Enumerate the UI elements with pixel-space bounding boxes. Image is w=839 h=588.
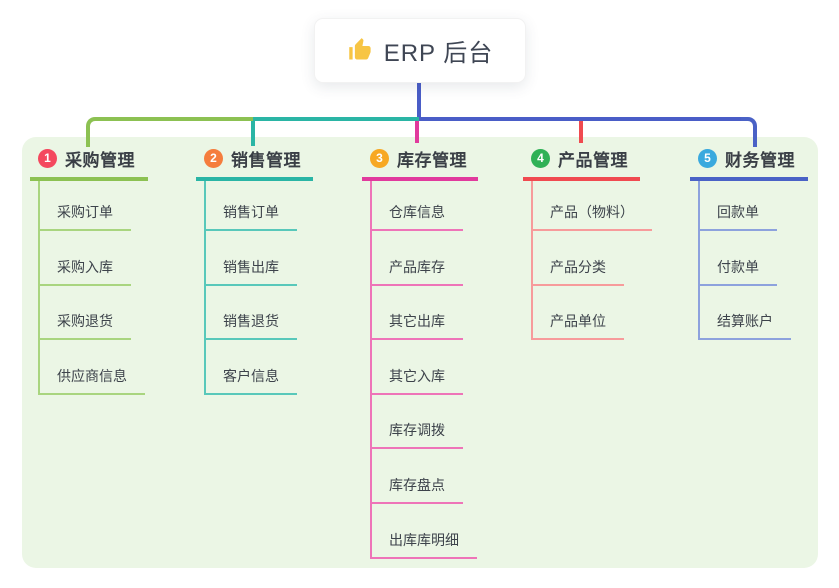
child-node[interactable]: 产品分类 <box>531 256 624 286</box>
child-node[interactable]: 付款单 <box>698 256 777 286</box>
mindmap-panel <box>22 137 818 568</box>
connector-corner-branch-5 <box>741 117 757 147</box>
child-node[interactable]: 产品库存 <box>370 256 463 286</box>
branch-node-3[interactable]: 3 库存管理 <box>362 143 478 181</box>
root-label: ERP 后台 <box>383 40 494 67</box>
branch-number-badge: 5 <box>698 148 717 168</box>
branch-label: 库存管理 <box>397 150 467 170</box>
branch-node-5[interactable]: 5 财务管理 <box>690 143 808 181</box>
child-node[interactable]: 销售出库 <box>204 256 297 286</box>
branch-number-badge: 1 <box>38 148 57 168</box>
child-node[interactable]: 回款单 <box>698 201 777 231</box>
child-node[interactable]: 库存盘点 <box>370 474 463 504</box>
child-node[interactable]: 采购退货 <box>38 310 131 341</box>
connector-segment-3 <box>419 117 741 121</box>
child-node[interactable]: 仓库信息 <box>370 201 463 231</box>
branch-node-4[interactable]: 4 产品管理 <box>523 143 640 181</box>
child-node[interactable]: 产品单位 <box>531 310 624 341</box>
connector-segment-2 <box>253 117 419 121</box>
child-node[interactable]: 其它入库 <box>370 365 463 395</box>
branch-node-1[interactable]: 1 采购管理 <box>30 143 148 181</box>
child-node[interactable]: 销售退货 <box>204 310 297 341</box>
child-node[interactable]: 出库库明细 <box>370 529 477 559</box>
connector-drop-branch-2 <box>251 121 255 146</box>
branch-connector-spine <box>531 181 533 341</box>
branch-label: 采购管理 <box>65 150 135 170</box>
branch-number-badge: 4 <box>531 148 550 168</box>
branch-connector-spine <box>698 181 700 341</box>
connector-root-drop <box>417 82 421 117</box>
child-node[interactable]: 采购入库 <box>38 256 131 286</box>
branch-connector-spine <box>370 181 372 559</box>
child-node[interactable]: 供应商信息 <box>38 365 145 395</box>
connector-drop-branch-4 <box>579 121 583 143</box>
root-node[interactable]: ERP 后台 <box>314 18 526 83</box>
child-node[interactable]: 采购订单 <box>38 201 131 231</box>
connector-corner-branch-1 <box>86 117 102 147</box>
thumbs-up-icon <box>347 37 374 64</box>
branch-number-badge: 3 <box>370 148 389 168</box>
branch-number-badge: 2 <box>204 148 223 168</box>
branch-label: 产品管理 <box>558 150 628 170</box>
child-node[interactable]: 其它出库 <box>370 310 463 341</box>
connector-segment-1 <box>96 117 253 121</box>
child-node[interactable]: 库存调拨 <box>370 419 463 450</box>
branch-connector-spine <box>204 181 206 395</box>
branch-node-2[interactable]: 2 销售管理 <box>196 143 313 181</box>
child-node[interactable]: 客户信息 <box>204 365 297 395</box>
connector-drop-branch-3 <box>415 121 419 143</box>
branch-label: 财务管理 <box>725 150 795 170</box>
branch-label: 销售管理 <box>231 150 301 170</box>
child-node[interactable]: 销售订单 <box>204 201 297 231</box>
child-node[interactable]: 结算账户 <box>698 310 791 341</box>
branch-connector-spine <box>38 181 40 395</box>
child-node[interactable]: 产品（物料） <box>531 201 652 231</box>
